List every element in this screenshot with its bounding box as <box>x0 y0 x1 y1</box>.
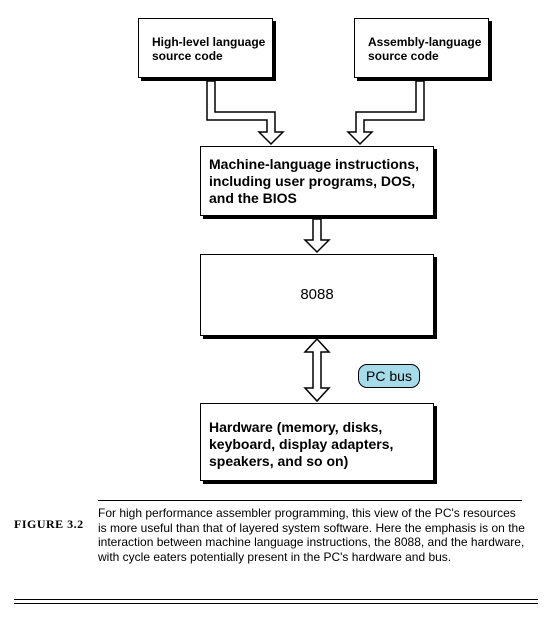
cpu-label: 8088 <box>300 286 334 303</box>
arrow-machine-language-to-cpu <box>303 218 331 254</box>
arrow-assembly-to-machine-language <box>346 80 425 146</box>
hardware-line: speakers, and so on) <box>209 453 349 469</box>
arrow-high-level-to-machine-language <box>206 80 285 146</box>
figure-number: FIGURE 3.2 <box>14 517 84 531</box>
figure-caption: FIGURE 3.2 For high performance assemble… <box>0 500 544 604</box>
cpu-8088-box: 8088 <box>200 254 434 336</box>
pc-bus-label: PC bus <box>358 364 420 388</box>
bus-double-arrow <box>303 337 331 403</box>
high-level-source-line: source code <box>152 49 223 63</box>
caption-bottom-rule <box>14 603 538 604</box>
hardware-line: Hardware (memory, disks, <box>209 419 383 435</box>
caption-top-rule <box>98 500 522 501</box>
caption-text: For high performance assembler programmi… <box>98 506 525 564</box>
diagram-arrows <box>206 80 425 403</box>
high-level-source-line: High-level language <box>152 35 266 49</box>
assembly-source-line: Assembly-language <box>368 35 482 49</box>
machine-language-line: including user programs, DOS, <box>209 173 416 189</box>
hardware-line: keyboard, display adapters, <box>209 436 394 452</box>
assembly-source-line: source code <box>368 49 439 63</box>
caption-bottom-rule <box>14 599 538 600</box>
assembly-source-box: Assembly-language source code <box>354 18 489 78</box>
machine-language-line: and the BIOS <box>209 190 297 206</box>
hardware-box: Hardware (memory, disks, keyboard, displ… <box>200 403 434 481</box>
machine-language-line: Machine-language instructions, <box>209 156 420 172</box>
high-level-source-box: High-level language source code <box>138 18 273 78</box>
machine-language-box: Machine-language instructions, including… <box>200 146 434 216</box>
